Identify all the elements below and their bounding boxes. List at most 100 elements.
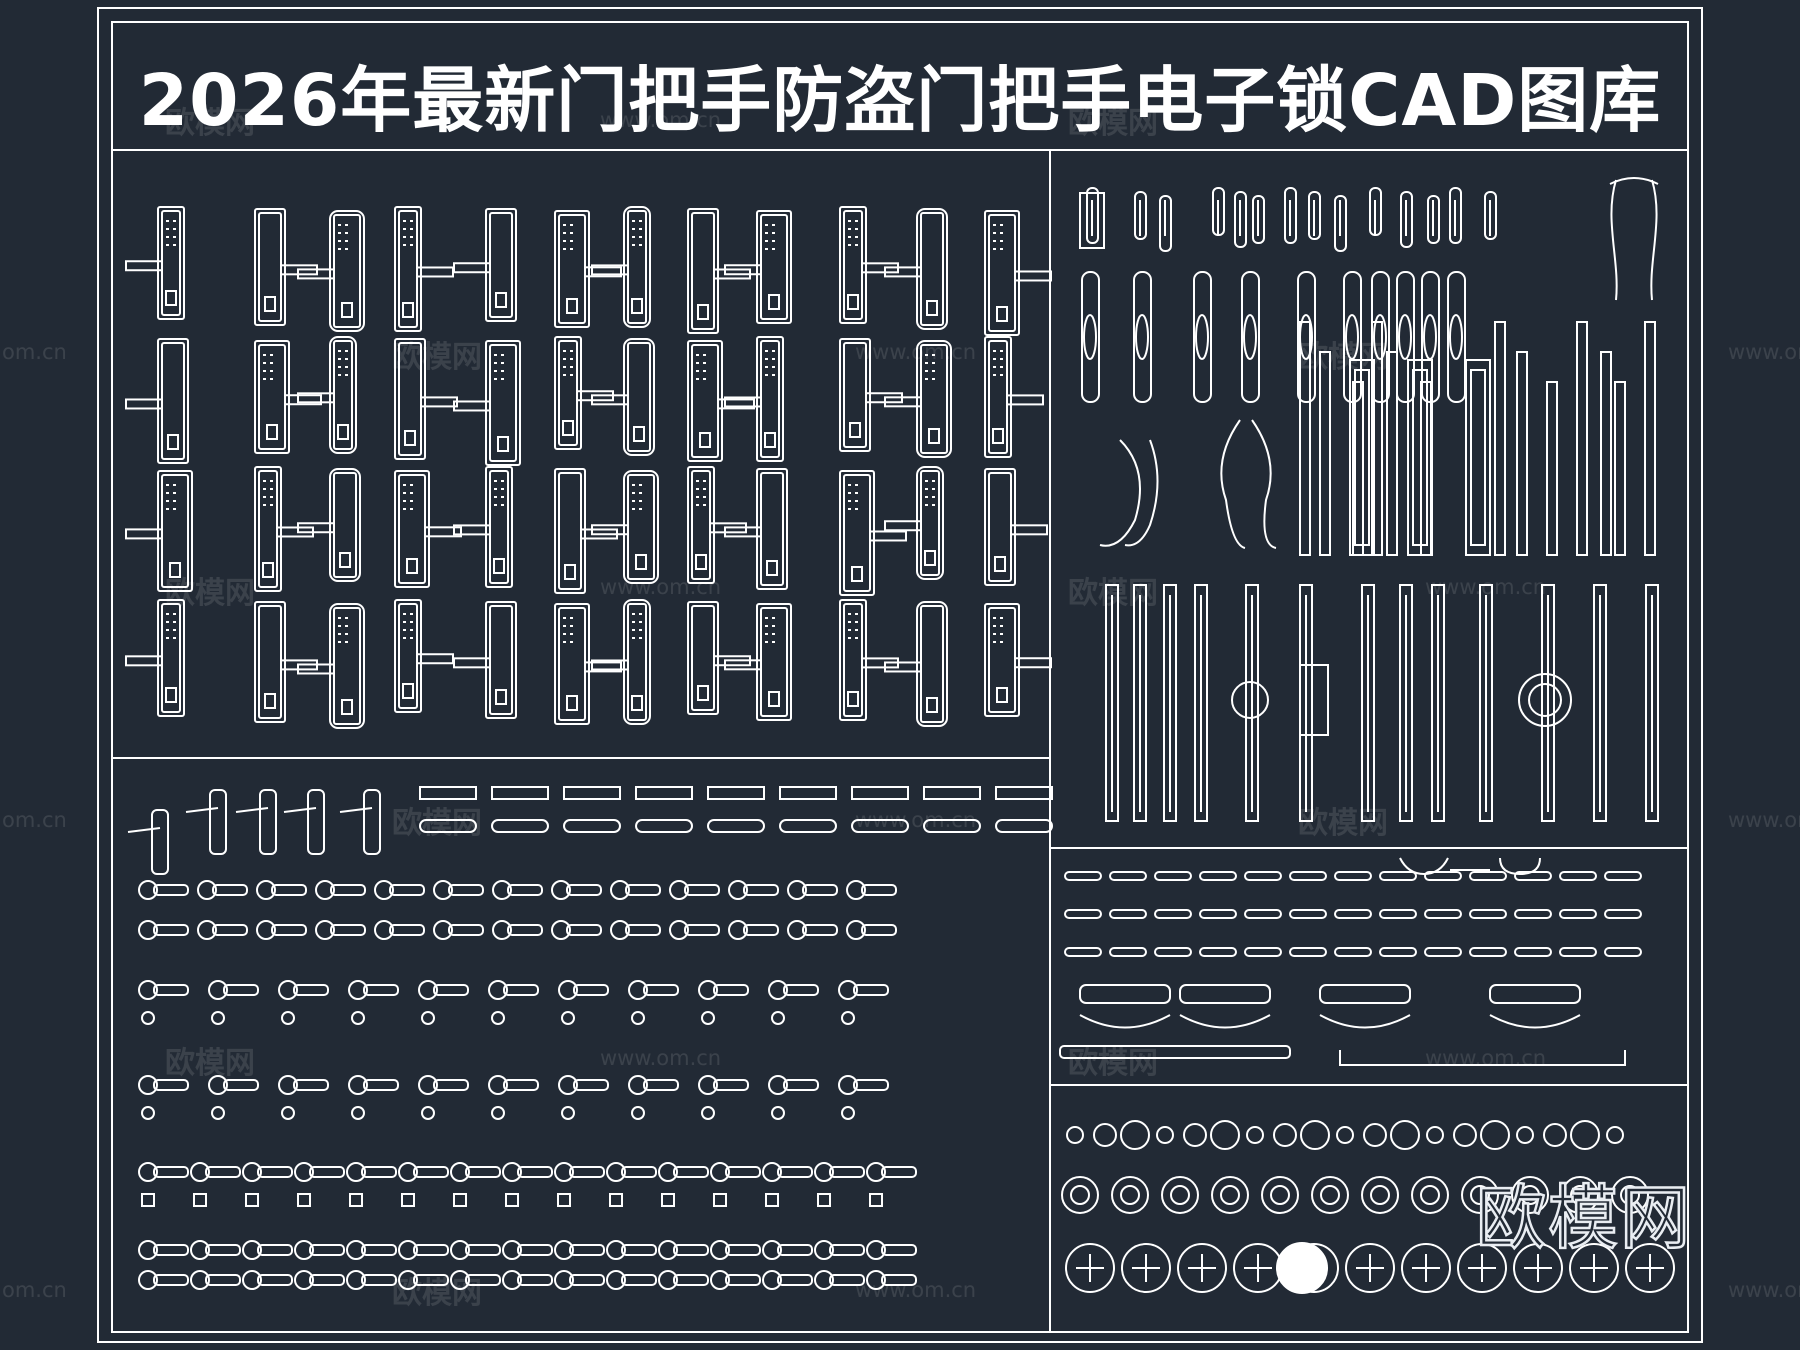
door-pull-handle xyxy=(1212,187,1225,236)
watermark-brand: 欧模网 xyxy=(165,1046,255,1081)
smart-door-lock xyxy=(984,210,1052,336)
smart-door-lock xyxy=(839,206,899,324)
door-pull-handle xyxy=(1134,191,1147,240)
knob-knocker-panel xyxy=(1061,1120,1675,1294)
long-bar-handle xyxy=(1431,584,1445,822)
lever-door-handle xyxy=(502,1240,553,1260)
door-knocker xyxy=(1361,1176,1399,1214)
smart-lock-panel xyxy=(125,206,1052,729)
scroll-pull-handle xyxy=(1220,419,1277,549)
door-pull-handle xyxy=(1427,195,1440,244)
lever-door-handle xyxy=(348,1075,399,1120)
lever-door-handle xyxy=(768,980,819,1025)
lever-door-handle xyxy=(551,920,602,940)
lever-handle-on-plate xyxy=(185,789,227,855)
smart-door-lock xyxy=(554,603,622,725)
lever-door-handle xyxy=(138,1075,189,1120)
lever-door-handle xyxy=(558,1075,609,1120)
round-lock-rosette xyxy=(1569,1243,1619,1293)
lever-door-handle xyxy=(502,1162,553,1207)
lever-door-handle xyxy=(418,980,469,1025)
watermark-url-edge: om.cn xyxy=(2,808,67,832)
lever-door-handle xyxy=(551,880,602,900)
smart-door-lock xyxy=(297,210,365,332)
lever-door-handle xyxy=(418,1075,469,1120)
long-bar-handle xyxy=(1299,584,1313,822)
cabinet-pull-handle xyxy=(1559,871,1597,881)
tall-door-handle xyxy=(1614,381,1626,556)
lever-door-handle xyxy=(554,1162,605,1207)
lever-door-handle xyxy=(398,1162,449,1207)
round-lock-rosette xyxy=(1233,1243,1283,1293)
long-bar-handle xyxy=(1361,584,1375,822)
smart-door-lock xyxy=(984,603,1052,717)
lever-door-handle xyxy=(197,880,248,900)
smart-door-lock xyxy=(591,470,659,584)
lever-door-handle xyxy=(669,920,720,940)
lever-door-handle xyxy=(450,1270,501,1290)
inner-frame xyxy=(111,21,1689,1333)
lever-door-handle xyxy=(346,1270,397,1290)
long-bar-handle xyxy=(1163,584,1177,822)
lever-door-handle xyxy=(814,1240,865,1260)
door-knocker xyxy=(1411,1176,1449,1214)
round-lock-rosette xyxy=(1457,1243,1507,1293)
cabinet-pull-handle xyxy=(1064,871,1102,881)
lever-door-handle xyxy=(315,920,366,940)
smart-door-lock xyxy=(125,206,185,320)
lever-door-handle xyxy=(346,1162,397,1207)
door-pull-handle xyxy=(1369,187,1382,236)
lever-door-handle xyxy=(242,1240,293,1260)
round-door-knob xyxy=(1156,1126,1174,1144)
cabinet-pull-handle xyxy=(1334,909,1372,919)
long-bar-handle xyxy=(1593,584,1607,822)
watermark-brand: 欧模网 xyxy=(1068,1046,1158,1081)
scroll-pull-handle xyxy=(1099,439,1159,547)
lever-door-handle xyxy=(814,1270,865,1290)
cabinet-pull-handle xyxy=(1604,909,1642,919)
lever-door-handle xyxy=(294,1270,345,1290)
lever-door-handle xyxy=(787,920,838,940)
smart-door-lock xyxy=(884,466,944,580)
smart-door-lock xyxy=(125,338,189,464)
lever-door-handle xyxy=(488,1075,539,1120)
door-pull-handle xyxy=(1449,187,1462,244)
tall-door-handle xyxy=(1386,351,1398,556)
watermark-url: www.om.cn xyxy=(600,575,722,599)
watermark-brand: 欧模网 xyxy=(165,106,255,141)
long-bar-pull xyxy=(1059,1045,1291,1059)
tall-door-handle xyxy=(1546,381,1558,556)
smart-door-lock xyxy=(724,336,784,462)
round-door-knob xyxy=(1210,1120,1240,1150)
door-pull-handle xyxy=(1081,271,1100,403)
door-knocker xyxy=(1111,1176,1149,1214)
smart-door-lock xyxy=(125,470,193,592)
lever-handle-panel xyxy=(127,786,1053,1290)
watermark-brand: 欧模网 xyxy=(392,340,482,375)
lever-door-handle xyxy=(658,1240,709,1260)
lever-door-handle xyxy=(787,880,838,900)
lever-door-handle xyxy=(433,880,484,900)
cabinet-pull-handle xyxy=(1469,871,1507,881)
lever-door-handle xyxy=(242,1270,293,1290)
cabinet-pull-handle xyxy=(1199,947,1237,957)
lever-door-handle xyxy=(838,980,889,1025)
cabinet-pull-handle xyxy=(1199,909,1237,919)
smart-door-lock xyxy=(254,340,322,454)
cabinet-pull-handle xyxy=(1604,947,1642,957)
lever-door-handle xyxy=(315,880,366,900)
pull-handle-panel xyxy=(1059,857,1642,1066)
door-pull-handle xyxy=(1400,191,1413,248)
cabinet-pull-handle xyxy=(1289,947,1327,957)
cabinet-pull-handle xyxy=(1244,909,1282,919)
round-lock-rosette xyxy=(1121,1243,1171,1293)
door-knocker xyxy=(1311,1176,1349,1214)
lever-door-handle xyxy=(762,1270,813,1290)
smart-door-lock xyxy=(724,603,792,721)
round-escutcheon xyxy=(1518,673,1572,727)
long-bar-handle xyxy=(1245,584,1259,822)
d-shaped-pull-handle xyxy=(1079,984,1171,1029)
watermark-brand: 欧模网 xyxy=(392,1276,482,1311)
door-pull-handle xyxy=(1484,191,1497,240)
smart-door-lock xyxy=(453,466,513,588)
